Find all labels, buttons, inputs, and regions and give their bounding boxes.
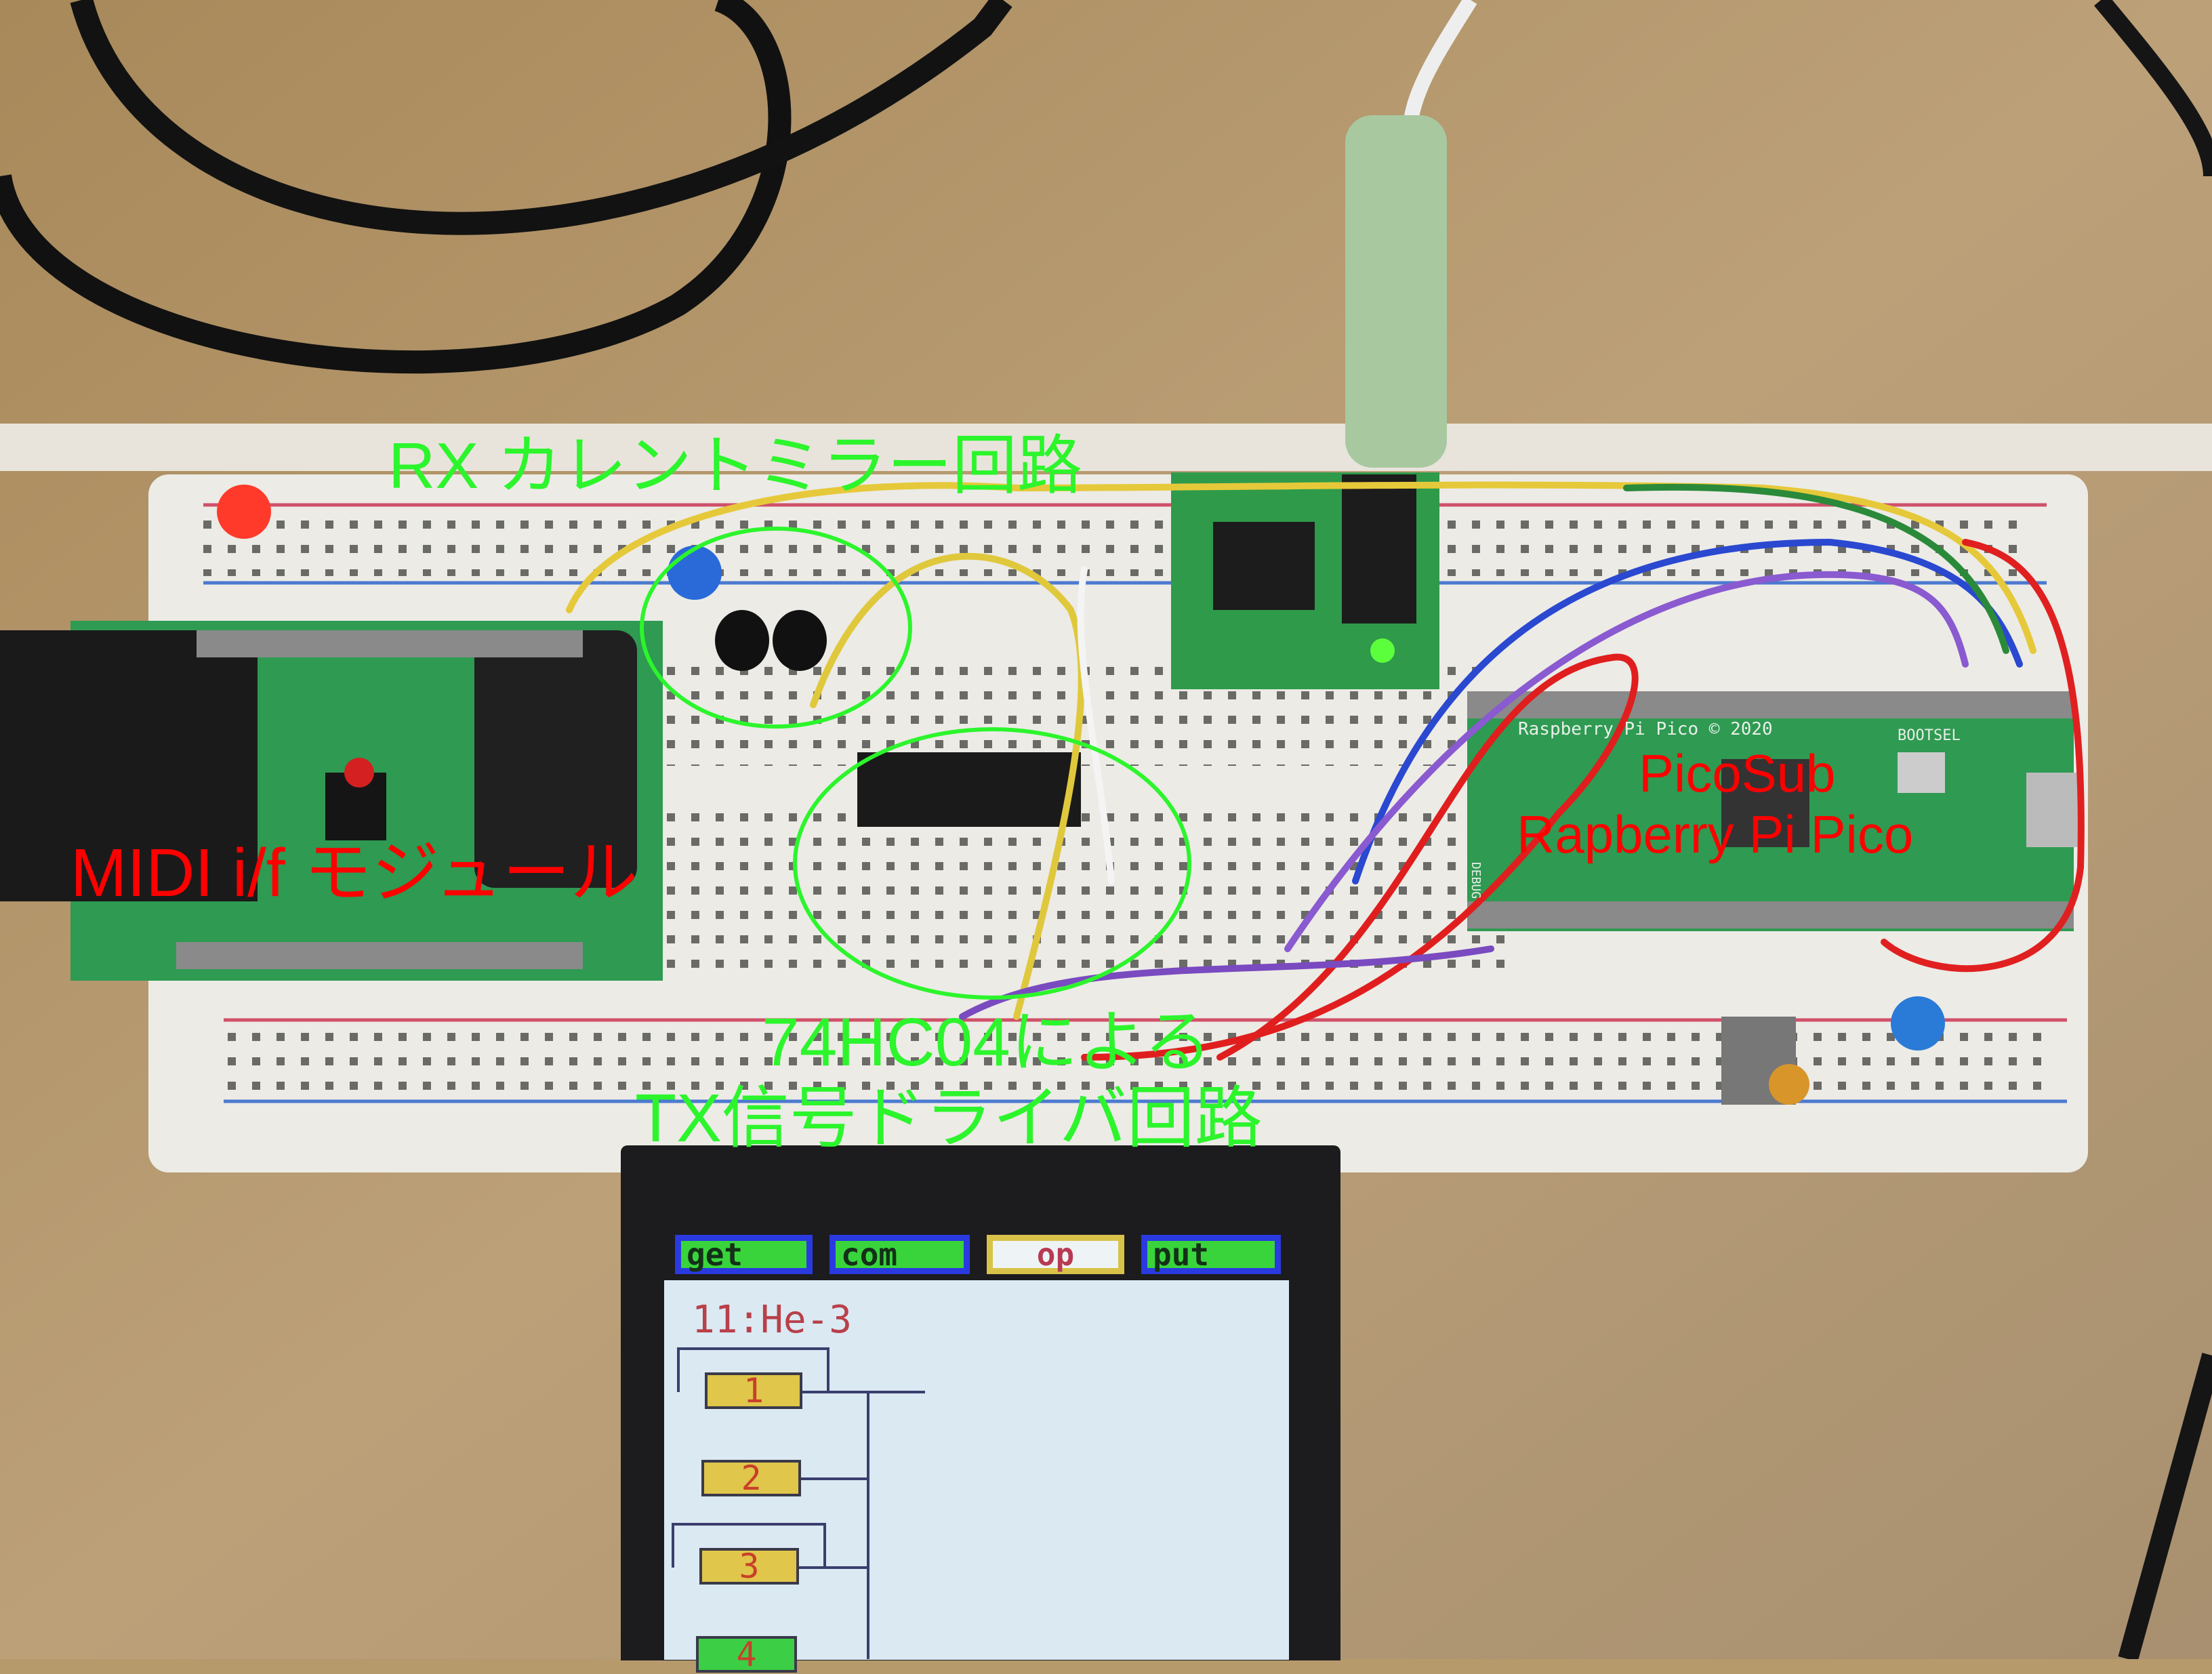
midi-din-connector-left <box>0 630 258 901</box>
led-red <box>217 485 271 539</box>
74hc04-chip <box>857 752 1081 827</box>
operator-3[interactable]: 3 <box>699 1548 799 1585</box>
breadboard-tape <box>0 424 2212 471</box>
operator-4[interactable]: 4 <box>696 1636 797 1673</box>
tab-com[interactable]: com <box>830 1235 970 1274</box>
tx-annotation-line2: TX信号ドライバ回路 <box>635 1080 1263 1156</box>
tx-circuit-highlight <box>793 727 1191 1000</box>
op2-connector <box>801 1477 868 1480</box>
op1-feedback-loop <box>677 1347 830 1392</box>
rx-circuit-highlight <box>640 527 912 729</box>
operator-1[interactable]: 1 <box>705 1372 802 1409</box>
pico-annotation-line1: PicoSub <box>1639 743 1836 803</box>
tab-get[interactable]: get <box>675 1235 813 1274</box>
debug-silkscreen: DEBUG <box>1469 861 1483 899</box>
tx-annotation-line1: 74HC04による <box>762 1004 1212 1080</box>
algorithm-title: 11:He-3 <box>692 1298 853 1342</box>
operator-2[interactable]: 2 <box>701 1460 801 1496</box>
output-line <box>802 1391 925 1393</box>
bootsel-silkscreen: BOOTSEL <box>1898 727 1961 744</box>
pico-silkscreen: Raspberry Pi Pico © 2020 <box>1518 719 1773 739</box>
pico-annotation-line2: Rapberry Pi Pico <box>1517 804 1914 864</box>
op3-connector <box>799 1566 868 1569</box>
audio-plug <box>1345 115 1447 468</box>
mix-bus-line <box>867 1392 869 1659</box>
rx-annotation: RX カレントミラー回路 <box>388 430 1083 502</box>
op3-feedback-loop <box>672 1523 826 1568</box>
tab-op[interactable]: op <box>987 1235 1124 1274</box>
midi-din-connector-right <box>474 630 637 888</box>
midi-annotation: MIDI i/f モジュール <box>70 835 638 911</box>
tab-put[interactable]: put <box>1141 1235 1281 1274</box>
black-cable <box>0 0 792 374</box>
